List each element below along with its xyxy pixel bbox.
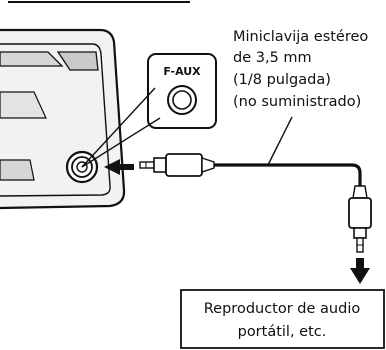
f-aux-inset: F-AUX xyxy=(147,53,217,129)
stereo-cable xyxy=(214,163,362,186)
cable-desc-line: Miniclavija estéreo xyxy=(233,29,368,45)
cable-description: Miniclavija estéreo de 3,5 mm (1/8 pulga… xyxy=(233,29,368,110)
down-arrow xyxy=(350,258,370,284)
eject-button xyxy=(56,51,99,71)
cable-desc-line: de 3,5 mm xyxy=(233,50,312,66)
device-label-line: Reproductor de audio xyxy=(204,301,361,317)
mini-plug-vertical xyxy=(348,185,372,253)
port-label: F-AUX xyxy=(163,65,201,78)
cable-callout-line xyxy=(267,116,293,166)
device-label-line: portátil, etc. xyxy=(238,324,327,340)
cable-desc-line: (no suministrado) xyxy=(233,94,361,110)
mini-plug-horizontal xyxy=(139,153,215,177)
insert-arrow xyxy=(104,159,134,175)
panel-button xyxy=(0,159,35,181)
disc-slot xyxy=(0,51,64,67)
callout-line xyxy=(81,87,156,168)
callout-line xyxy=(81,117,161,168)
display-area xyxy=(0,91,47,119)
cable-desc-line: (1/8 pulgada) xyxy=(233,72,331,88)
head-unit-panel xyxy=(0,28,126,210)
portable-device-box: Reproductor de audio portátil, etc. xyxy=(180,289,385,349)
